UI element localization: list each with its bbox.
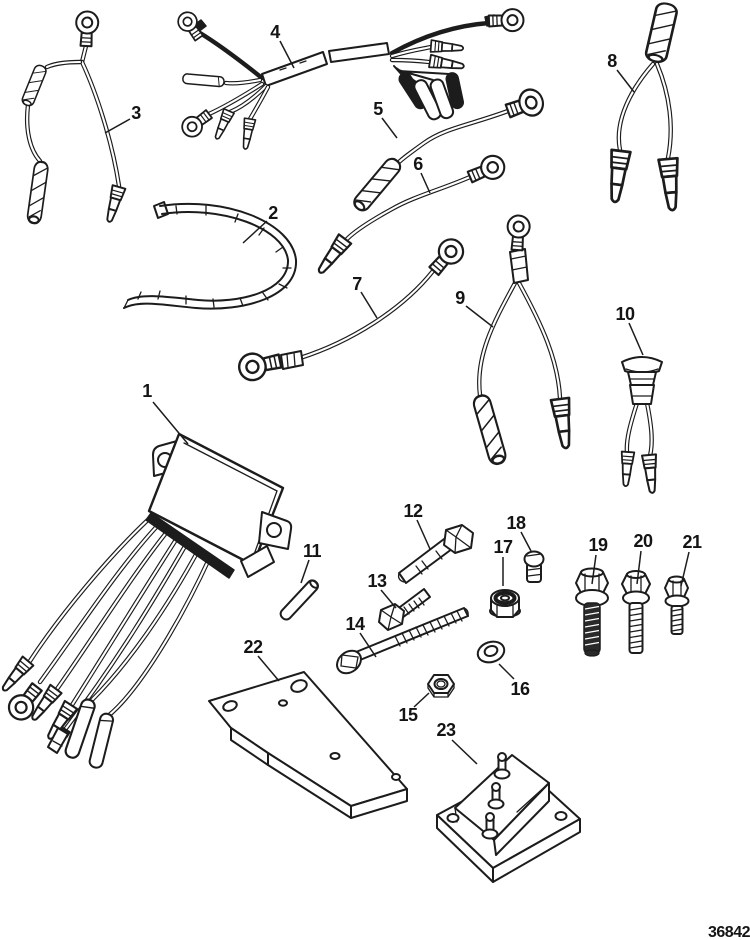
callout-3: 3 xyxy=(131,103,141,123)
part-1-switch-box-drawing xyxy=(0,432,293,770)
part-7-jumper-lead-drawing xyxy=(235,233,470,384)
bullet-connector-icon xyxy=(312,233,353,279)
callout-14: 14 xyxy=(345,614,365,634)
ring-terminal-icon xyxy=(502,85,548,125)
bullet-connector-icon xyxy=(657,156,684,213)
rubber-sleeve-icon xyxy=(19,63,49,108)
callout-5: 5 xyxy=(373,99,383,119)
part-13-bolt-drawing xyxy=(378,588,431,631)
bullet-connector-icon xyxy=(428,53,466,74)
callout-12: 12 xyxy=(403,501,423,521)
bullet-connector-icon xyxy=(238,117,257,151)
part-8-wire-y-assembly-drawing xyxy=(604,0,684,213)
stud-icon xyxy=(493,752,511,780)
part-2-retainer-strap-drawing xyxy=(123,201,298,310)
terminal-cover-icon xyxy=(429,78,455,120)
callout-17: 17 xyxy=(493,537,513,557)
part-20-flange-bolt-drawing xyxy=(621,570,651,654)
part-21-flange-bolt-drawing xyxy=(664,575,690,635)
rubber-sleeve-icon xyxy=(181,72,226,88)
part-4-harness-assembly-drawing xyxy=(173,7,525,151)
ring-terminal-icon xyxy=(235,346,284,384)
callout-23: 23 xyxy=(436,720,456,740)
bullet-connector-icon xyxy=(101,184,127,225)
spade-terminal-icon xyxy=(47,727,69,754)
part-6-lead-wire-drawing xyxy=(312,151,509,279)
callout-19: 19 xyxy=(588,535,608,555)
callout-18: 18 xyxy=(506,513,526,533)
callout-15: 15 xyxy=(398,705,418,725)
callout-16: 16 xyxy=(510,679,530,699)
stud-icon xyxy=(481,812,499,840)
callout-2: 2 xyxy=(268,203,278,223)
callout-leader-lines xyxy=(104,40,690,765)
bullet-connector-icon xyxy=(641,453,661,495)
drawing-number: 36842 xyxy=(708,924,750,940)
ring-terminal-icon xyxy=(464,151,509,189)
part-5-lead-wire-drawing xyxy=(350,85,548,215)
rubber-sleeve-icon xyxy=(25,159,50,226)
bullet-connector-icon xyxy=(618,450,636,488)
bullet-connector-icon xyxy=(429,39,465,56)
part-11-pin-drawing xyxy=(279,579,319,621)
callout-9: 9 xyxy=(455,288,465,308)
callout-20: 20 xyxy=(633,531,653,551)
terminal-cover-icon xyxy=(445,72,464,110)
part-14-stud-bolt-drawing xyxy=(336,607,469,675)
ring-terminal-icon xyxy=(487,7,525,33)
callout-11: 11 xyxy=(303,541,322,561)
callout-7: 7 xyxy=(352,274,362,294)
callout-10: 10 xyxy=(615,304,635,324)
rubber-sleeve-icon xyxy=(350,154,405,215)
part-18-screw-drawing xyxy=(523,550,545,583)
callout-21: 21 xyxy=(682,532,702,552)
part-22-mount-plate-drawing xyxy=(208,671,408,819)
callout-6: 6 xyxy=(413,154,423,174)
bullet-connector-icon xyxy=(549,396,577,451)
part-16-washer-drawing xyxy=(476,640,506,664)
callout-1: 1 xyxy=(142,381,152,401)
callout-8: 8 xyxy=(607,51,617,71)
callout-13: 13 xyxy=(367,571,387,591)
part-9-wire-y-assembly-drawing xyxy=(470,213,577,467)
part-17-locknut-drawing xyxy=(489,589,521,618)
part-12-bolt-drawing xyxy=(397,524,474,584)
rubber-sleeve-icon xyxy=(470,392,509,467)
rubber-sleeve-icon xyxy=(643,0,680,65)
stud-icon xyxy=(487,782,505,810)
callout-4: 4 xyxy=(270,22,280,42)
ring-terminal-icon xyxy=(177,105,216,142)
ring-terminal-icon xyxy=(74,9,100,48)
callout-labels: 1 2 3 4 5 6 7 8 9 10 11 12 13 14 15 16 1… xyxy=(131,22,702,740)
ring-terminal-icon xyxy=(505,213,532,252)
part-15-hex-nut-drawing xyxy=(427,674,455,698)
bullet-connector-icon xyxy=(604,148,632,205)
rubber-sleeve-icon xyxy=(87,711,116,770)
part-23-mount-drawing xyxy=(436,752,581,883)
callout-22: 22 xyxy=(243,637,263,657)
part-10-plug-assembly-drawing xyxy=(618,356,663,495)
part-3-wire-y-assembly-drawing xyxy=(19,9,127,226)
